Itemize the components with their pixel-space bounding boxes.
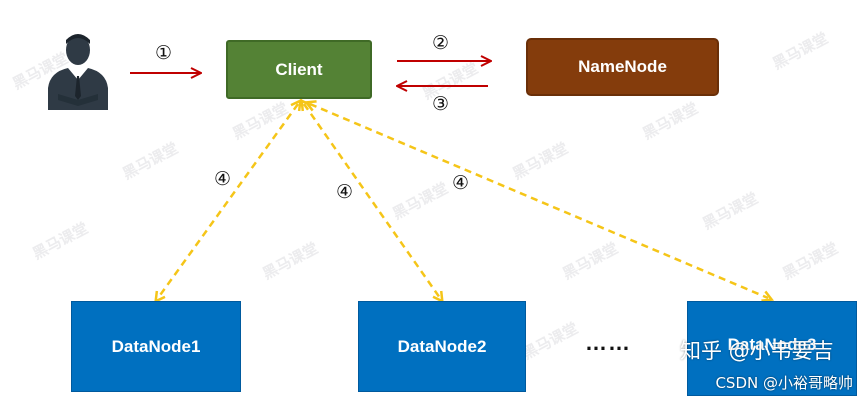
datanode1-label: DataNode1 [111, 336, 201, 356]
namenode-label: NameNode [578, 57, 667, 76]
client-label: Client [275, 59, 323, 79]
user-icon [48, 34, 108, 110]
more-datanodes-ellipsis: …… [585, 330, 631, 355]
step-2-label: ② [432, 32, 450, 54]
step-4-label: ④ [336, 181, 354, 203]
zhihu-credit: 知乎 @小韦要吉 [680, 339, 834, 363]
datanode3-node: DataNode3 [687, 301, 857, 396]
step-4-label: ④ [214, 168, 232, 190]
step-3-label: ③ [432, 93, 450, 115]
datanode2-node: DataNode2 [358, 301, 526, 392]
step-1-label: ① [155, 42, 173, 64]
datanode1-node: DataNode1 [71, 301, 241, 392]
namenode-node: NameNode [526, 38, 719, 96]
client-datanode2-link [300, 98, 444, 304]
client-datanode3-link [303, 100, 775, 302]
step-4-label: ④ [452, 172, 470, 194]
client-node: Client [226, 40, 372, 99]
client-datanode1-link [154, 98, 302, 304]
datanode3-label: DataNode3 [727, 334, 817, 354]
datanode2-label: DataNode2 [397, 336, 487, 356]
csdn-credit: CSDN @小裕哥略帅 [715, 374, 853, 392]
